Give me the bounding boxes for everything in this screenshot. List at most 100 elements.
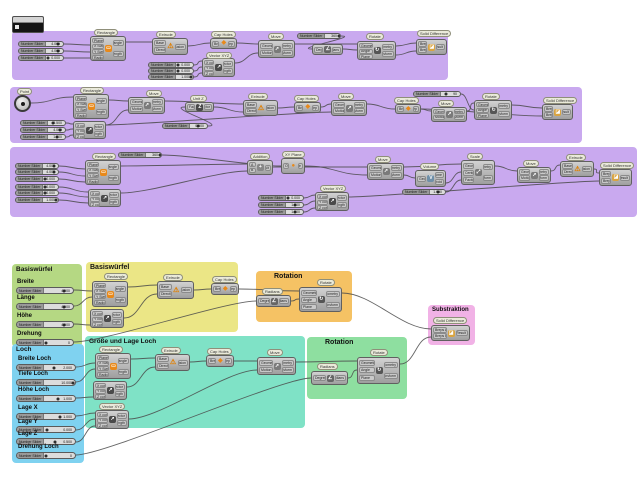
input-port-direction[interactable]: Direction	[159, 290, 172, 297]
output-port-radians[interactable]: Radians	[334, 375, 346, 381]
input-port-geometry[interactable]: Geometry	[333, 102, 346, 108]
output-port-radians[interactable]: Radians	[278, 298, 289, 304]
move-component[interactable]: GeometryMotion➚GeometryTransform	[257, 357, 296, 375]
addition-component[interactable]: AB+Result	[247, 160, 273, 175]
slider-handle[interactable]	[43, 185, 47, 189]
slider-handle[interactable]	[45, 428, 49, 431]
output-port-geometry[interactable]: Geometry	[498, 103, 510, 109]
input-port-direction[interactable]: Direction	[245, 108, 257, 114]
input-port-plane[interactable]: Plane	[301, 303, 317, 310]
output-port-transform[interactable]: Transform	[151, 105, 163, 112]
input-port-angle[interactable]: Angle	[359, 367, 375, 374]
output-port-extrusion[interactable]: Extrusion	[175, 43, 186, 50]
output-port-brep[interactable]: Brep	[229, 286, 237, 292]
input-port-y-component[interactable]: Y component	[204, 65, 215, 71]
slider-handle[interactable]	[44, 454, 48, 457]
output-port-length[interactable]: Length	[108, 174, 119, 181]
output-port-transform[interactable]: Transform	[390, 171, 402, 178]
output-port-rectangle[interactable]: Rectangle	[113, 40, 124, 47]
volume-component[interactable]: GeometryVVolumeCentroid	[415, 170, 446, 187]
output-port-length[interactable]: Length	[96, 108, 107, 115]
output-port-vector[interactable]: Vector	[94, 123, 104, 130]
cap-holes-component[interactable]: Brep◆Brep	[395, 104, 421, 114]
unit-z-component[interactable]: FactorZUnit vector	[185, 102, 214, 112]
slider-handle[interactable]	[55, 135, 59, 139]
output-port-length[interactable]: Length	[113, 50, 124, 57]
input-port-y-size[interactable]: Y Size	[94, 294, 107, 300]
input-port-y-component[interactable]: Y component	[317, 199, 328, 205]
slider-handle[interactable]	[293, 203, 297, 207]
output-port-result[interactable]: Result	[436, 44, 445, 50]
input-port-geometry[interactable]: Geometry	[359, 43, 373, 49]
radians-component[interactable]: Degrees∠Radians	[312, 44, 343, 55]
slider-handle[interactable]	[71, 381, 75, 384]
output-port-result[interactable]: Result	[264, 164, 271, 171]
output-port-vector[interactable]: Vector	[112, 311, 122, 318]
slider-handle[interactable]	[286, 196, 290, 200]
input-port-geometry[interactable]: Geometry	[359, 359, 375, 366]
output-port-geometry[interactable]: Geometry	[354, 102, 365, 108]
input-port-y-component[interactable]: Y component	[97, 417, 108, 423]
input-port-brep[interactable]: Brep	[296, 104, 304, 111]
input-port-plane[interactable]: Plane	[476, 113, 490, 119]
input-port-breps-a[interactable]: Breps A	[601, 171, 612, 178]
move-component[interactable]: GeometryMotion➚GeometryTransform	[431, 107, 467, 122]
input-port-geometry[interactable]: Geometry	[260, 42, 273, 49]
input-port-brep[interactable]: Brep	[213, 286, 221, 292]
output-port-result[interactable]: Result	[455, 330, 468, 336]
move-component[interactable]: GeometryMotion➚GeometryTransform	[128, 97, 165, 114]
input-port-direction[interactable]: Direction	[157, 362, 169, 369]
input-port-plane[interactable]: Plane	[359, 54, 373, 60]
input-port-base[interactable]: Base	[157, 356, 169, 363]
move-component[interactable]: GeometryMotion➚GeometryTransform	[367, 163, 404, 180]
input-port-radius[interactable]: Radius	[87, 179, 100, 185]
input-port-z-component[interactable]: Z component	[92, 322, 103, 328]
input-port-plane[interactable]: Plane	[359, 375, 375, 382]
output-port-transform[interactable]: Transform	[325, 301, 340, 308]
output-port-geometry[interactable]: Geometry	[454, 109, 465, 115]
input-port-degrees[interactable]: Degrees	[258, 298, 270, 304]
input-port-y-size[interactable]: Y Size	[97, 366, 110, 372]
input-port-breps-b[interactable]: Breps B	[418, 47, 428, 53]
radians-component[interactable]: Degrees∠Radians	[256, 295, 291, 307]
input-port-b[interactable]: B	[249, 167, 256, 173]
input-port-x-component[interactable]: X component	[317, 194, 328, 200]
input-port-plane[interactable]: Plane	[92, 38, 105, 44]
input-port-geometry[interactable]: Geometry	[130, 99, 143, 106]
output-port-length[interactable]: Length	[115, 391, 125, 398]
vector-xyz-component[interactable]: X componentY componentZ component↗Vector…	[202, 58, 235, 77]
input-port-center[interactable]: Center	[463, 169, 474, 176]
slider-handle[interactable]	[62, 289, 66, 292]
vector-xyz-component[interactable]: X componentY componentZ component↗Vector…	[315, 192, 349, 211]
input-port-base[interactable]: Base	[154, 40, 167, 47]
input-port-motion[interactable]: Motion	[519, 175, 530, 181]
input-port-brep[interactable]: Brep	[208, 358, 216, 364]
slider-handle[interactable]	[44, 341, 48, 344]
input-port-radius[interactable]: Radius	[92, 55, 105, 61]
slider-handle[interactable]	[43, 177, 47, 181]
slider-handle[interactable]	[62, 323, 66, 326]
input-port-x-component[interactable]: X component	[204, 60, 215, 66]
output-port-extrusion[interactable]: Extrusion	[265, 105, 276, 111]
input-port-factor[interactable]: Factor	[187, 104, 196, 110]
input-port-breps-a[interactable]: Breps A	[418, 41, 428, 47]
input-port-brep[interactable]: Brep	[212, 40, 220, 47]
cap-holes-component[interactable]: Brep◆Brep	[210, 38, 237, 49]
